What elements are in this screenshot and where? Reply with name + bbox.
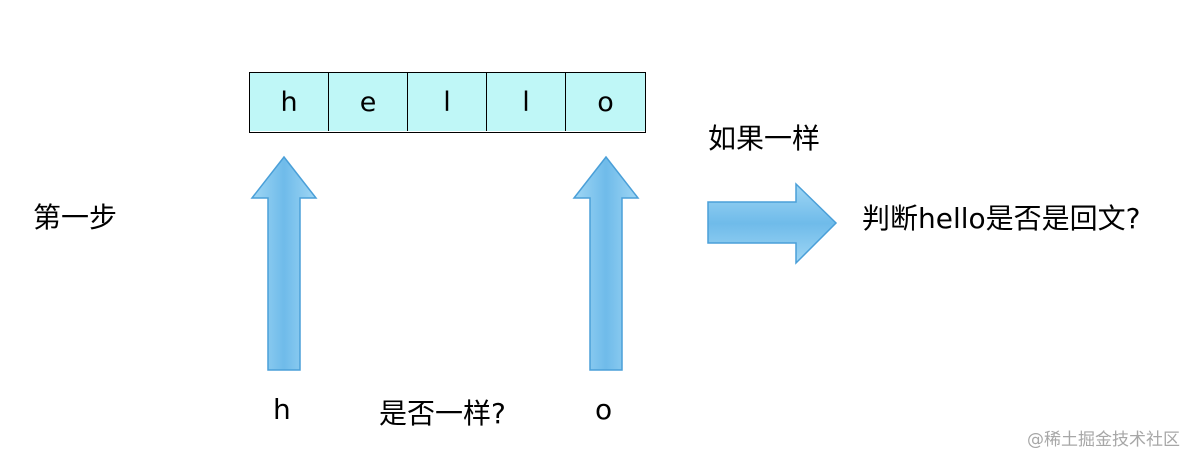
char-cell: e [329, 73, 408, 131]
char-cell: l [487, 73, 566, 131]
left-char-label: h [273, 393, 291, 426]
up-arrow-right [572, 155, 640, 371]
up-arrow-left [250, 155, 318, 371]
right-char-label: o [595, 393, 613, 426]
char-cell: h [250, 73, 329, 131]
right-arrow [707, 182, 838, 265]
if-same-label: 如果一样 [708, 122, 821, 155]
char-cell: o [566, 73, 645, 131]
step-label: 第一步 [33, 201, 118, 234]
char-cell: l [408, 73, 487, 131]
question-label: 是否一样? [379, 397, 506, 430]
char-array: h e l l o [249, 72, 646, 133]
watermark: @稀土掘金技术社区 [1027, 430, 1180, 450]
judge-label: 判断hello是否是回文? [862, 202, 1141, 235]
